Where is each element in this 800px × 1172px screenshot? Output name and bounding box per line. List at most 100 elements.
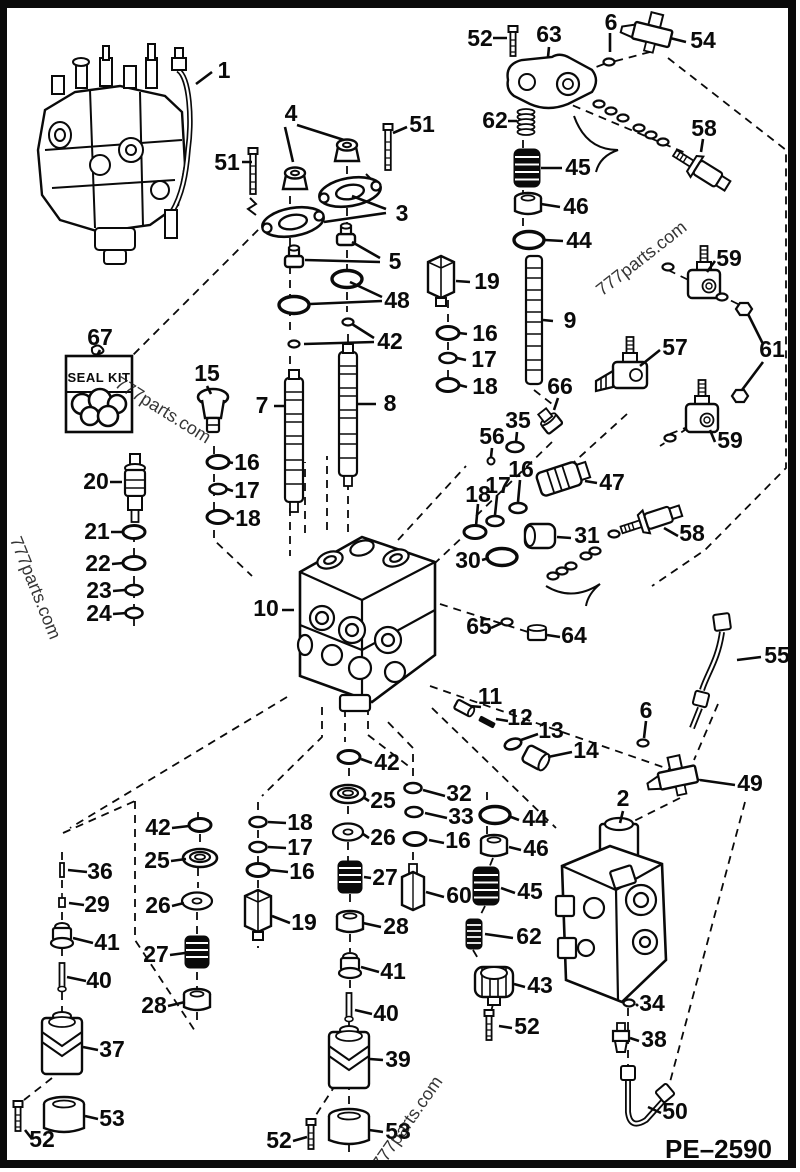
callout-33: 33	[448, 803, 474, 829]
callout-16c: 16	[508, 456, 534, 482]
callout-19a: 19	[474, 268, 500, 294]
callout-63: 63	[536, 21, 562, 47]
callout-53b: 53	[385, 1118, 411, 1144]
callout-26a: 26	[145, 892, 171, 918]
callout-49: 49	[737, 770, 763, 796]
callout-62a: 62	[482, 107, 508, 133]
bottom-column-b	[180, 817, 219, 1012]
right-mid-group	[462, 244, 754, 607]
callout-47: 47	[599, 469, 625, 495]
top-right-relief-group	[426, 4, 735, 393]
callout-1: 1	[218, 57, 231, 83]
callout-16a: 16	[472, 320, 498, 346]
callout-62b: 62	[516, 923, 542, 949]
callout-58a: 58	[691, 115, 717, 141]
callout-58b: 58	[679, 520, 705, 546]
callout-29: 29	[84, 891, 110, 917]
callout-45a: 45	[565, 154, 591, 180]
callout-21: 21	[84, 518, 110, 544]
seal-kit-label: SEAL KIT	[68, 370, 131, 385]
callout-42a: 42	[377, 328, 403, 354]
watermark-bottom: 777parts.com	[368, 1072, 447, 1172]
callout-16b: 16	[234, 449, 260, 475]
callout-46a: 46	[563, 193, 589, 219]
pilot-line-group	[452, 612, 732, 803]
oring-set-brace-2	[545, 583, 601, 607]
callout-16e: 16	[289, 858, 315, 884]
callout-32: 32	[446, 780, 472, 806]
valve-assembly-1	[36, 43, 193, 265]
inlet-casting-63	[506, 53, 598, 110]
callout-42c: 42	[374, 749, 400, 775]
callout-66: 66	[547, 373, 573, 399]
callout-57: 57	[662, 334, 688, 360]
callout-27a: 27	[143, 941, 169, 967]
callout-64: 64	[561, 622, 587, 648]
callout-12: 12	[507, 704, 533, 730]
callout-52d: 52	[266, 1127, 292, 1153]
tube-50	[625, 1078, 667, 1127]
callout-41a: 41	[94, 929, 120, 955]
callout-53a: 53	[99, 1105, 125, 1131]
oring-set-brace	[573, 115, 619, 173]
callout-5: 5	[389, 248, 402, 274]
callout-36: 36	[87, 858, 113, 884]
callout-61: 61	[759, 336, 785, 362]
drawing-code: PE–2590	[665, 1134, 772, 1164]
callout-30: 30	[455, 547, 481, 573]
callout-16d: 16	[445, 827, 471, 853]
valve-block-2	[554, 816, 676, 1127]
callout-31: 31	[574, 522, 600, 548]
callout-51b: 51	[409, 111, 435, 137]
callout-22: 22	[85, 550, 111, 576]
callout-48: 48	[384, 287, 410, 313]
callout-8: 8	[384, 390, 397, 416]
callout-17c: 17	[485, 472, 511, 498]
callout-17b: 17	[234, 477, 260, 503]
callout-59a: 59	[716, 245, 742, 271]
callout-3: 3	[396, 200, 409, 226]
callout-41b: 41	[380, 958, 406, 984]
callout-52b: 52	[514, 1013, 540, 1039]
callout-25a: 25	[144, 847, 170, 873]
callout-38: 38	[641, 1026, 667, 1052]
callout-18b: 18	[235, 505, 261, 531]
callout-25b: 25	[370, 787, 396, 813]
spool-cap-group	[247, 123, 394, 514]
callout-40a: 40	[86, 967, 112, 993]
callout-6b: 6	[640, 697, 653, 723]
callout-34: 34	[639, 990, 665, 1016]
callout-14: 14	[573, 737, 599, 763]
callout-2: 2	[617, 785, 630, 811]
callout-leader-lines	[23, 33, 765, 1143]
callout-43: 43	[527, 972, 553, 998]
seal-kit-box: SEAL KIT	[64, 344, 134, 434]
callout-50: 50	[662, 1098, 688, 1124]
callout-15: 15	[194, 360, 220, 386]
watermark-left-edge: 777parts.com	[6, 533, 65, 642]
callout-59b: 59	[717, 427, 743, 453]
bottom-column-d	[305, 749, 371, 1150]
callout-39: 39	[385, 1046, 411, 1072]
callout-51a: 51	[214, 149, 240, 175]
callout-37: 37	[99, 1036, 125, 1062]
callout-56: 56	[479, 423, 505, 449]
callout-6a: 6	[605, 9, 618, 35]
callout-19b: 19	[291, 909, 317, 935]
callout-17a: 17	[471, 346, 497, 372]
callout-9: 9	[564, 307, 577, 333]
callout-67: 67	[87, 324, 113, 350]
callout-24: 24	[86, 600, 112, 626]
callout-17d: 17	[287, 834, 313, 860]
callout-54: 54	[690, 27, 716, 53]
callout-11: 11	[478, 683, 503, 709]
callout-46b: 46	[523, 835, 549, 861]
callout-28b: 28	[383, 913, 409, 939]
callout-40b: 40	[373, 1000, 399, 1026]
callout-13: 13	[538, 717, 564, 743]
callout-27b: 27	[372, 864, 398, 890]
callout-10: 10	[253, 595, 279, 621]
